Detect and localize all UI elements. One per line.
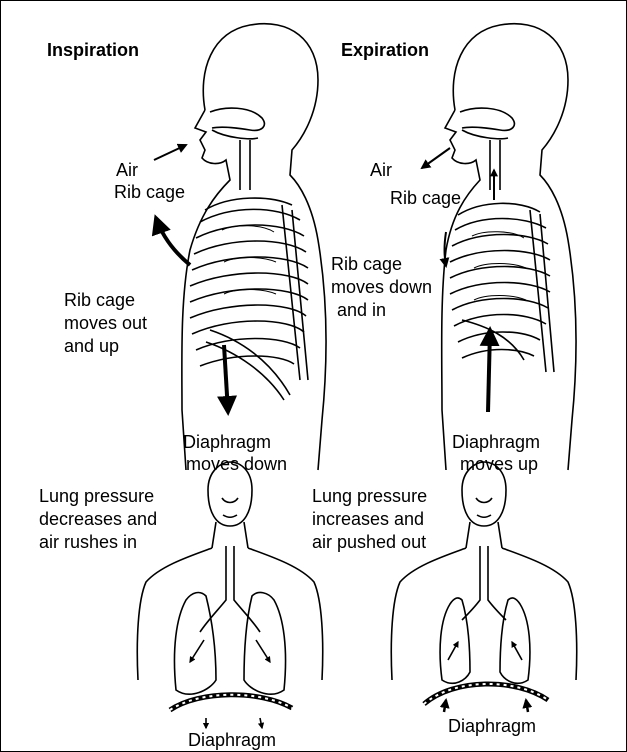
air-out-arrow bbox=[422, 148, 450, 168]
inspiration-torso-profile bbox=[182, 24, 326, 470]
expiration-diaphragm-motion-line2: moves up bbox=[460, 454, 538, 475]
inspiration-lung-arrows bbox=[190, 640, 270, 728]
inspiration-lung-pressure-line3: air rushes in bbox=[39, 532, 137, 553]
expiration-rib-cage-label: Rib cage bbox=[390, 188, 461, 209]
inspiration-rib-cage-motion-line2: moves out bbox=[64, 313, 147, 334]
expiration-torso-profile bbox=[442, 24, 576, 470]
inspiration-chest-front bbox=[137, 462, 322, 710]
inspiration-rib-cage-label: Rib cage bbox=[114, 182, 185, 203]
diaphragm-down-arrow bbox=[224, 345, 228, 412]
expiration-rib-cage-motion-line3: and in bbox=[337, 300, 386, 321]
inspiration-air-label: Air bbox=[116, 160, 138, 181]
expiration-lung-arrows bbox=[444, 642, 528, 712]
inspiration-rib-cage-motion-line1: Rib cage bbox=[64, 290, 135, 311]
expiration-diaphragm-motion-line1: Diaphragm bbox=[452, 432, 540, 453]
expiration-diaphragm-label: Diaphragm bbox=[448, 716, 536, 737]
expiration-lung-pressure-line3: air pushed out bbox=[312, 532, 426, 553]
expiration-air-label: Air bbox=[370, 160, 392, 181]
expiration-rib-cage-motion-line1: Rib cage bbox=[331, 254, 402, 275]
diaphragm-up-arrow bbox=[488, 330, 490, 412]
inspiration-diaphragm-motion-line1: Diaphragm bbox=[183, 432, 271, 453]
expiration-lung-pressure-line1: Lung pressure bbox=[312, 486, 427, 507]
inspiration-lung-pressure-line2: decreases and bbox=[39, 509, 157, 530]
expiration-heading: Expiration bbox=[341, 40, 429, 61]
air-in-arrow bbox=[154, 145, 186, 160]
inspiration-lung-pressure-line1: Lung pressure bbox=[39, 486, 154, 507]
inspiration-rib-cage-motion-line3: and up bbox=[64, 336, 119, 357]
inspiration-heading: Inspiration bbox=[47, 40, 139, 61]
inspiration-diaphragm-label: Diaphragm bbox=[188, 730, 276, 751]
expiration-rib-cage-motion-line2: moves down bbox=[331, 277, 432, 298]
inspiration-diaphragm-motion-line2: moves down bbox=[186, 454, 287, 475]
expiration-lung-pressure-line2: increases and bbox=[312, 509, 424, 530]
rib-cage-out-arrow bbox=[156, 218, 190, 265]
